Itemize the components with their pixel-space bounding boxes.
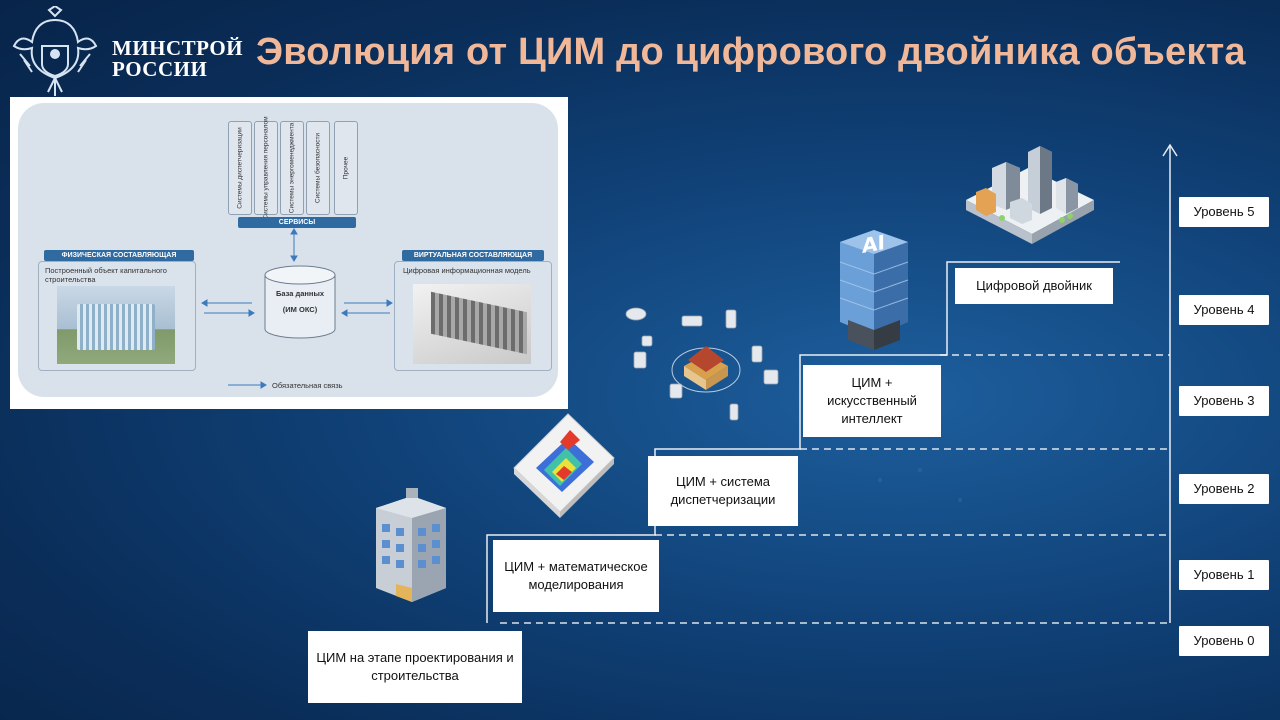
ai-building-icon	[839, 230, 909, 350]
coat-of-arms-emblem	[12, 6, 98, 96]
services-pill: СЕРВИСЫ	[238, 217, 356, 228]
physical-label: ФИЗИЧЕСКАЯ СОСТАВЛЯЮЩАЯ	[44, 250, 194, 261]
level-3-label: Уровень 3	[1179, 386, 1269, 416]
virtual-label: ВИРТУАЛЬНАЯ СОСТАВЛЯЮЩАЯ	[402, 250, 544, 261]
service-column: Системы управления персоналом	[254, 116, 278, 220]
level-5-label: Уровень 5	[1179, 197, 1269, 227]
db-label: База данных	[275, 289, 325, 298]
level-4-label: Уровень 4	[1179, 295, 1269, 325]
digital-twin-city-icon	[966, 146, 1094, 244]
page-title: Эволюция от ЦИМ до цифрового двойника об…	[256, 31, 1246, 73]
service-column: Системы безопасности	[306, 121, 330, 215]
level-0-label: Уровень 0	[1179, 626, 1269, 656]
step-level-0: ЦИМ на этапе проектирования и строительс…	[308, 631, 522, 703]
math-model-heatmap-icon	[513, 413, 615, 518]
digital-twin-diagram: Системы диспетчеризации Системы управлен…	[10, 97, 568, 409]
physical-text: Построенный объект капитального строител…	[45, 266, 167, 284]
db-sublabel: (ИМ ОКС)	[282, 305, 318, 314]
building-photo	[57, 286, 175, 364]
step-level-3: ЦИМ + искусственный интеллект	[803, 365, 941, 437]
database-icon	[264, 265, 336, 339]
ai-badge: AI	[862, 229, 885, 259]
apartment-building-icon	[376, 488, 446, 602]
step-level-1: ЦИМ + математическое моделирования	[493, 540, 659, 612]
diagram-arrows	[201, 228, 393, 389]
diagram-background: Системы диспетчеризации Системы управлен…	[18, 103, 558, 397]
level-2-label: Уровень 2	[1179, 474, 1269, 504]
ministry-name: МИНСТРОЙ РОССИИ	[112, 38, 243, 80]
ministry-line2: РОССИИ	[112, 57, 208, 81]
service-column: Системы энергоменеджмента	[280, 121, 304, 215]
ministry-line1: МИНСТРОЙ	[112, 36, 244, 60]
level-1-label: Уровень 1	[1179, 560, 1269, 590]
smart-house-sensors-icon	[625, 307, 779, 421]
virtual-text: Цифровая информационная модель	[403, 266, 531, 275]
service-column: Системы диспетчеризации	[228, 121, 252, 215]
step-level-2: ЦИМ + система диспетчеризации	[648, 456, 798, 526]
service-column: Прочее	[334, 121, 358, 215]
step-level-4: Цифровой двойник	[955, 268, 1113, 304]
physical-box: Построенный объект капитального строител…	[38, 261, 196, 371]
legend-text: Обязательная связь	[272, 381, 343, 390]
